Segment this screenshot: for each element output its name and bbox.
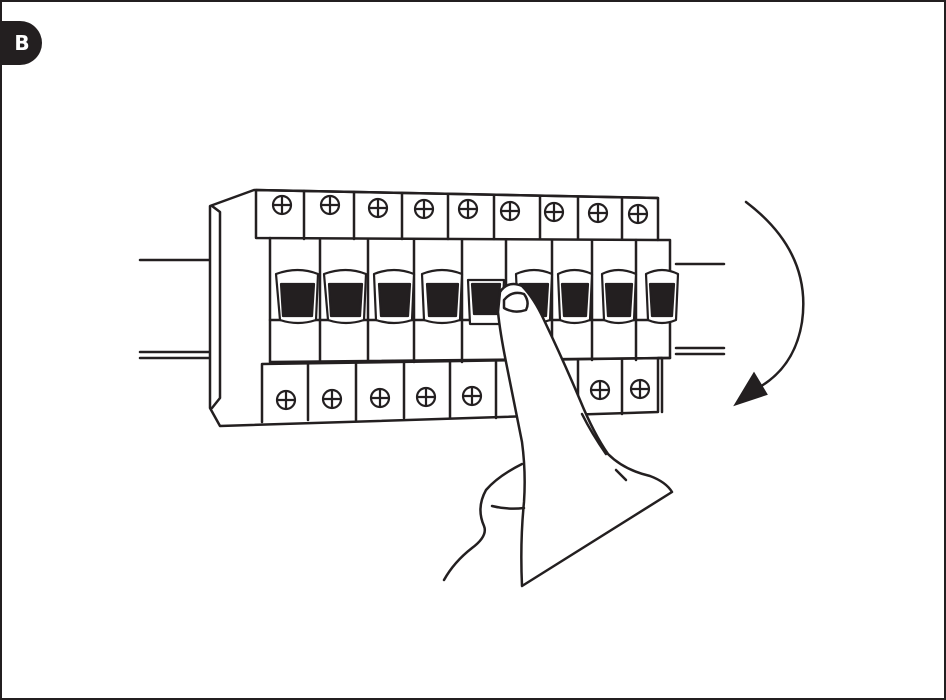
screw-icon	[591, 381, 609, 399]
screw-icon	[371, 389, 389, 407]
din-rail-left	[140, 260, 212, 358]
hand-palm	[444, 464, 522, 580]
screw-icon	[277, 391, 295, 409]
breaker-toggle	[646, 270, 678, 323]
screw-icon	[321, 196, 339, 214]
breaker-toggle	[374, 270, 414, 323]
breaker-toggle	[276, 270, 318, 323]
screw-icon	[629, 205, 647, 223]
din-rail-right	[676, 264, 724, 354]
breaker-toggle	[422, 270, 462, 323]
finger-nail	[504, 293, 528, 312]
screw-icon	[415, 200, 433, 218]
breaker-toggle	[324, 270, 366, 323]
screw-icon	[501, 202, 519, 220]
breaker-toggle	[558, 270, 592, 323]
screw-icon	[459, 200, 477, 218]
screw-icon	[545, 203, 563, 221]
screw-icon	[631, 380, 649, 398]
screw-icon	[323, 390, 341, 408]
screw-icon	[273, 196, 291, 214]
screw-icon	[369, 199, 387, 217]
breaker-toggle	[602, 270, 636, 323]
screw-icon	[463, 387, 481, 405]
rotation-arrow-icon	[736, 202, 803, 404]
screw-icon	[589, 204, 607, 222]
screw-icon	[417, 388, 435, 406]
